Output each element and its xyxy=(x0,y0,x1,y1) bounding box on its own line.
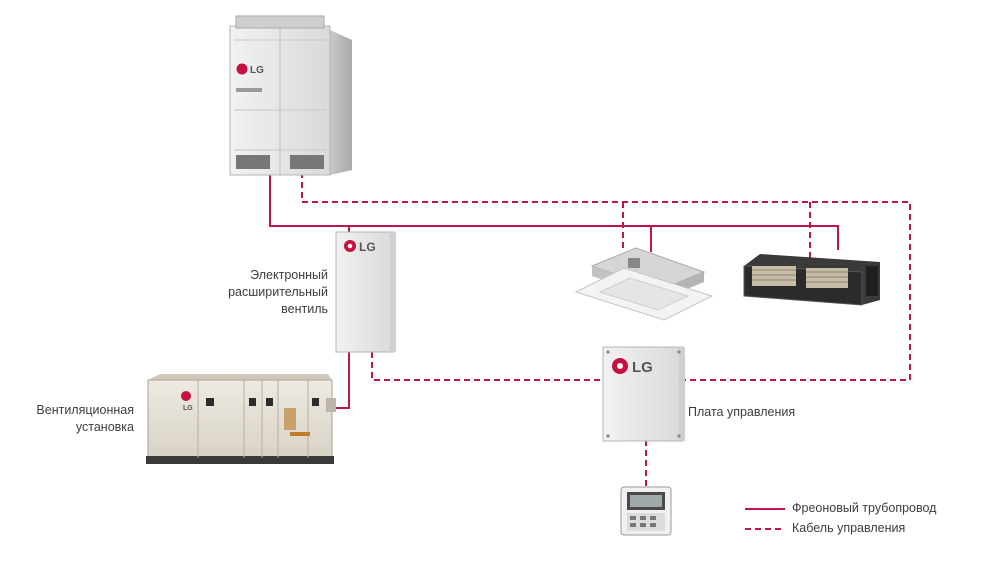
lg-logo-icon: LG xyxy=(344,240,376,254)
eev-label-line-2: расширительный xyxy=(228,285,328,299)
cable-eev-to-board xyxy=(371,352,606,381)
legend-refrigerant-pipe-label: Фреоновый трубопровод xyxy=(792,501,937,515)
ahu-label: Вентиляционная установка xyxy=(20,402,134,436)
legend-control-cable-label: Кабель управления xyxy=(792,521,906,535)
lg-logo-icon: LG xyxy=(612,358,653,376)
ahu-label-line-1: Вентиляционная xyxy=(36,403,134,417)
svg-text:LG: LG xyxy=(183,405,193,412)
duct-unit-icon xyxy=(743,254,880,306)
control-board-icon: LG xyxy=(602,346,685,442)
control-cables xyxy=(301,172,911,486)
eev-label-line-1: Электронный xyxy=(250,268,328,282)
pipe-main-run xyxy=(269,172,839,250)
svg-text:LG: LG xyxy=(632,359,653,376)
pipe-eev-to-ahu xyxy=(334,352,350,409)
refrigerant-lines xyxy=(269,172,839,409)
cable-outdoor-run xyxy=(301,172,911,381)
eev-box-icon: LG xyxy=(335,231,396,353)
ahu-label-line-2: установка xyxy=(75,420,134,434)
legend-swatches xyxy=(745,508,785,530)
svg-text:LG: LG xyxy=(250,65,264,76)
eev-label: Электронный расширительный вентиль xyxy=(220,267,328,318)
svg-text:LG: LG xyxy=(359,240,376,254)
lg-logo-icon: LG xyxy=(181,391,193,412)
control-board-label: Плата управления xyxy=(688,405,796,419)
outdoor-vrf-unit-icon: LG xyxy=(229,15,352,176)
remote-controller-icon xyxy=(620,486,672,536)
lg-logo-icon: LG xyxy=(236,63,264,76)
ahu-icon: LG xyxy=(146,374,336,464)
cassette-unit-icon xyxy=(574,247,714,321)
eev-label-line-3: вентиль xyxy=(281,302,328,316)
